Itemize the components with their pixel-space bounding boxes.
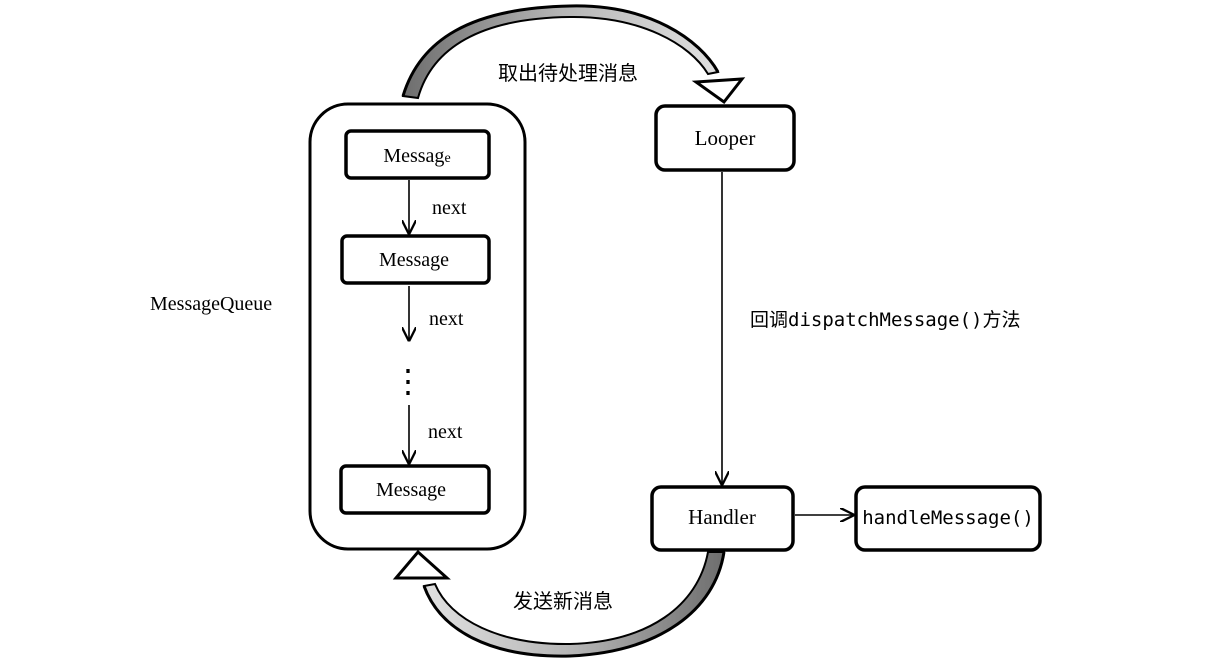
queue-ellipsis: ⋮ [392, 363, 424, 399]
next-label-1: next [432, 197, 467, 219]
message-node-2 [340, 234, 491, 285]
message-node-1-label: Message [383, 145, 450, 167]
message-node-2-label: Message [379, 249, 449, 271]
next-label-2: next [429, 308, 464, 330]
message-queue-label: MessageQueue [150, 293, 272, 315]
handle-message-node [854, 485, 1042, 552]
send-message-arrow [392, 549, 726, 658]
message-node-3-label: Message [376, 479, 446, 501]
message-node-1 [344, 129, 491, 180]
send-message-label: 发送新消息 [513, 589, 613, 613]
take-message-label: 取出待处理消息 [498, 61, 638, 85]
next-label-3: next [428, 421, 463, 443]
looper-node [654, 104, 796, 172]
message-node-3 [339, 464, 491, 515]
handler-node [650, 485, 795, 552]
message-queue-container [308, 102, 527, 551]
dispatch-label: 回调dispatchMessage()方法 [750, 309, 1021, 331]
looper-label: Looper [695, 126, 756, 150]
handler-label: Handler [688, 505, 756, 529]
take-message-arrow [401, 4, 746, 105]
handle-message-label: handleMessage() [862, 507, 1034, 529]
